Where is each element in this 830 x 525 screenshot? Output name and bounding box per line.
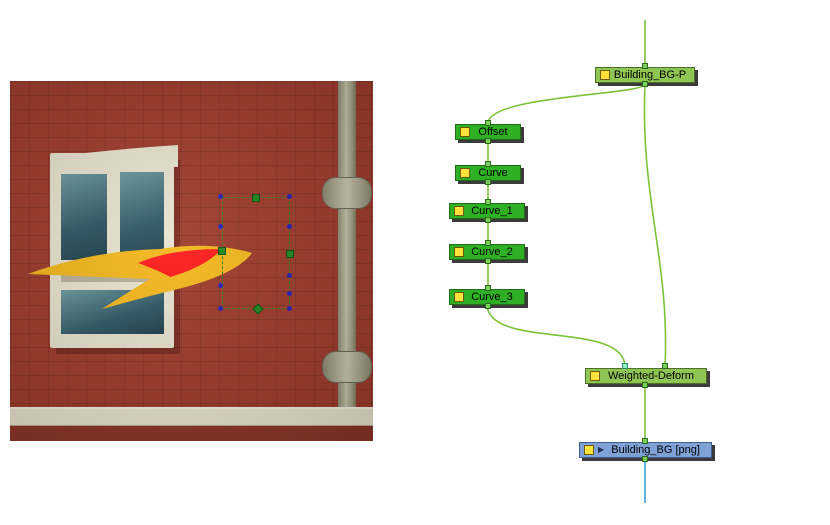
input-port[interactable]: [485, 120, 491, 126]
output-port[interactable]: [485, 138, 491, 144]
deformer-point-handle[interactable]: [287, 224, 292, 229]
node-label: Offset: [478, 126, 508, 138]
connection-curve3-to-weighted-deform: [486, 303, 626, 368]
expand-arrow-icon[interactable]: ▶: [598, 445, 605, 454]
flame-drawing: [28, 245, 252, 309]
deformer-point-handle[interactable]: [218, 194, 223, 199]
node-label: Building_BG [png]: [611, 444, 700, 456]
node-curve-1[interactable]: Curve_1: [449, 203, 525, 219]
deformer-point-handle[interactable]: [287, 291, 292, 296]
node-label: Curve_2: [471, 246, 513, 258]
viewport-shading: [10, 81, 373, 441]
deformer-point-handle[interactable]: [287, 194, 292, 199]
deformer-control-handle[interactable]: [286, 250, 294, 258]
deformer-point-handle[interactable]: [287, 273, 292, 278]
connection-building-to-offset: [487, 83, 646, 124]
deformer-control-handle[interactable]: [252, 194, 260, 202]
output-port[interactable]: [642, 382, 648, 388]
output-port[interactable]: [485, 258, 491, 264]
input-port[interactable]: [485, 240, 491, 246]
deformer-point-handle[interactable]: [218, 283, 223, 288]
node-enable-toggle[interactable]: [584, 445, 594, 455]
node-offset[interactable]: Offset: [455, 124, 521, 140]
node-enable-toggle[interactable]: [460, 127, 470, 137]
output-port[interactable]: [485, 217, 491, 223]
node-label: Curve_1: [471, 205, 513, 217]
node-label: Building_BG-P: [613, 69, 687, 81]
output-port[interactable]: [485, 303, 491, 309]
window-pane-top-right: [120, 172, 164, 260]
input-port-drawing[interactable]: [662, 363, 668, 369]
window-pane-bottom: [61, 290, 164, 334]
output-port[interactable]: [485, 179, 491, 185]
ledge-shadow: [10, 426, 373, 441]
deformer-control-handle[interactable]: [218, 247, 226, 255]
output-port[interactable]: [642, 456, 648, 462]
input-port[interactable]: [485, 199, 491, 205]
node-enable-toggle[interactable]: [454, 247, 464, 257]
input-port[interactable]: [642, 438, 648, 444]
node-enable-toggle[interactable]: [454, 206, 464, 216]
node-label: Curve: [478, 167, 508, 179]
window-top-curve: [50, 145, 178, 171]
input-port[interactable]: [485, 285, 491, 291]
deformer-point-handle[interactable]: [218, 306, 223, 311]
deformer-point-handle[interactable]: [218, 224, 223, 229]
node-enable-toggle[interactable]: [460, 168, 470, 178]
node-enable-toggle[interactable]: [590, 371, 600, 381]
input-port[interactable]: [642, 63, 648, 69]
connection-building-to-weighted-deform: [643, 83, 667, 368]
node-curve[interactable]: Curve: [455, 165, 521, 181]
node-label: Curve_3: [471, 291, 513, 303]
camera-viewport[interactable]: [10, 81, 373, 441]
pipe-bracket-bottom: [322, 351, 372, 383]
node-enable-toggle[interactable]: [454, 292, 464, 302]
output-port[interactable]: [642, 81, 648, 87]
input-port[interactable]: [485, 161, 491, 167]
window-pane-top-left: [61, 174, 107, 260]
node-enable-toggle[interactable]: [600, 70, 610, 80]
pipe-bracket-top: [322, 177, 372, 209]
input-port-deformer[interactable]: [622, 363, 628, 369]
node-label: Weighted-Deform: [608, 370, 694, 382]
deformer-point-handle[interactable]: [287, 306, 292, 311]
